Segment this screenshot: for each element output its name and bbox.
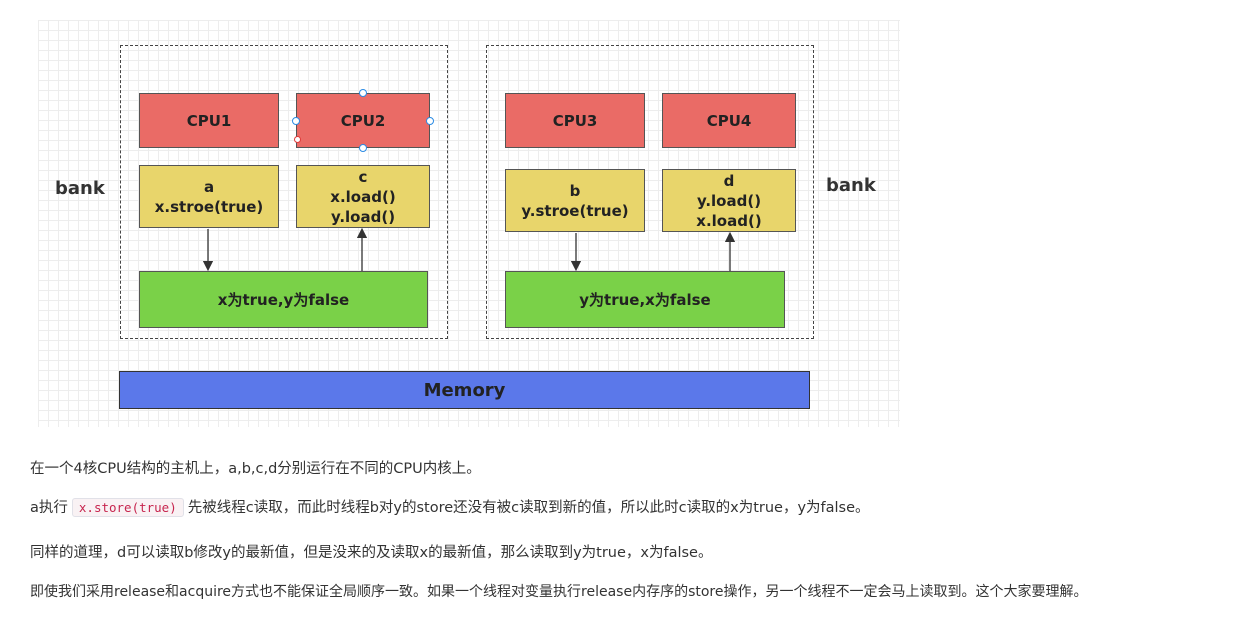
cache-right-node[interactable]: y为true,x为false bbox=[505, 271, 785, 328]
cpu4-node[interactable]: CPU4 bbox=[662, 93, 796, 148]
cpu1-node[interactable]: CPU1 bbox=[139, 93, 279, 148]
cpu3-node[interactable]: CPU3 bbox=[505, 93, 645, 148]
memory-model-diagram: bank bank CPU1 CPU2 CPU3 CPU4 a x.stroe(… bbox=[38, 20, 900, 427]
thread-c-node[interactable]: c x.load() y.load() bbox=[296, 165, 430, 228]
selection-handle-right[interactable] bbox=[426, 117, 434, 125]
selection-handle-bottom[interactable] bbox=[359, 144, 367, 152]
selection-handle-top[interactable] bbox=[359, 89, 367, 97]
cache-left-node[interactable]: x为true,y为false bbox=[139, 271, 428, 328]
memory-node[interactable]: Memory bbox=[119, 371, 810, 409]
rotation-handle[interactable] bbox=[294, 136, 301, 143]
thread-a-node[interactable]: a x.stroe(true) bbox=[139, 165, 279, 228]
cpu2-node[interactable]: CPU2 bbox=[296, 93, 430, 148]
paragraph-2-before: a执行 bbox=[30, 500, 68, 516]
paragraph-4: 即使我们采用release和acquire方式也不能保证全局顺序一致。如果一个线… bbox=[30, 584, 1088, 600]
paragraph-2-after: 先被线程c读取，而此时线程b对y的store还没有被c读取到新的值，所以此时c读… bbox=[187, 500, 870, 516]
bank-right-box bbox=[486, 45, 814, 339]
bank-left-box bbox=[120, 45, 448, 339]
paragraph-3: 同样的道理，d可以读取b修改y的最新值，但是没来的及读取x的最新值，那么读取到y… bbox=[30, 545, 713, 561]
bank-left-label: bank bbox=[55, 178, 105, 199]
paragraph-1: 在一个4核CPU结构的主机上，a,b,c,d分别运行在不同的CPU内核上。 bbox=[30, 461, 481, 477]
inline-code: x.store(true) bbox=[71, 498, 184, 517]
thread-b-node[interactable]: b y.stroe(true) bbox=[505, 169, 645, 232]
thread-d-node[interactable]: d y.load() x.load() bbox=[662, 169, 796, 232]
selection-handle-left[interactable] bbox=[292, 117, 300, 125]
bank-right-label: bank bbox=[826, 175, 876, 196]
arrows-layer bbox=[202, 227, 736, 272]
